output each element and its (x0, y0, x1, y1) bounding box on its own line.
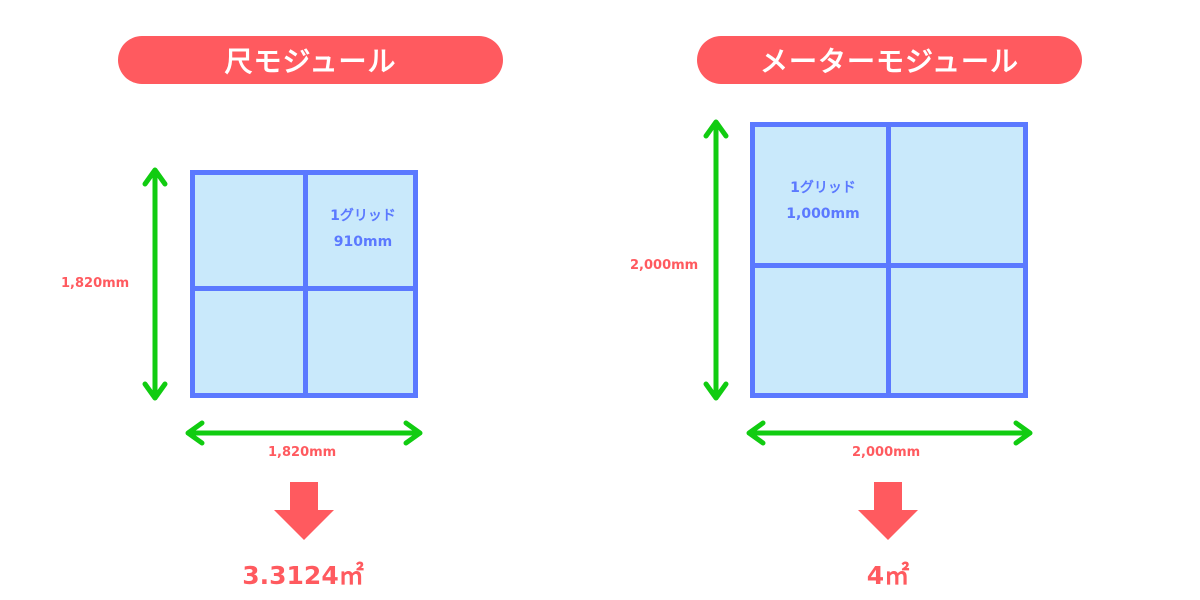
meter-area-result: 4㎡ (866, 561, 910, 590)
meter-module-title: メーターモジュール (697, 36, 1082, 84)
shaku-module-title: 尺モジュール (118, 36, 503, 84)
shaku-grid-vertical-divider (303, 175, 308, 393)
meter-grid-cell-label: 1グリッド 1,000mm (763, 175, 883, 227)
shaku-height-arrow (142, 167, 168, 401)
meter-grid-vertical-divider (886, 127, 891, 393)
meter-width-label: 2,000mm (852, 445, 921, 460)
shaku-grid-label: 1グリッド (330, 208, 396, 224)
shaku-width-arrow (185, 420, 423, 446)
shaku-area-result: 3.3124㎡ (242, 561, 364, 590)
meter-height-arrow (703, 119, 729, 401)
shaku-grid-cell-label: 1グリッド 910mm (308, 203, 418, 255)
meter-height-label: 2,000mm (630, 258, 699, 273)
meter-result-down-arrow (858, 482, 918, 540)
shaku-grid-horizontal-divider (195, 286, 413, 291)
shaku-grid: 1グリッド 910mm (190, 170, 418, 398)
shaku-grid-size: 910mm (333, 234, 393, 250)
shaku-width-label: 1,820mm (268, 445, 337, 460)
meter-grid-horizontal-divider (755, 263, 1023, 268)
meter-grid-size: 1,000mm (786, 206, 860, 222)
meter-width-arrow (746, 420, 1033, 446)
meter-grid: 1グリッド 1,000mm (750, 122, 1028, 398)
meter-grid-label: 1グリッド (790, 180, 856, 196)
shaku-height-label: 1,820mm (61, 276, 130, 291)
shaku-result-down-arrow (274, 482, 334, 540)
